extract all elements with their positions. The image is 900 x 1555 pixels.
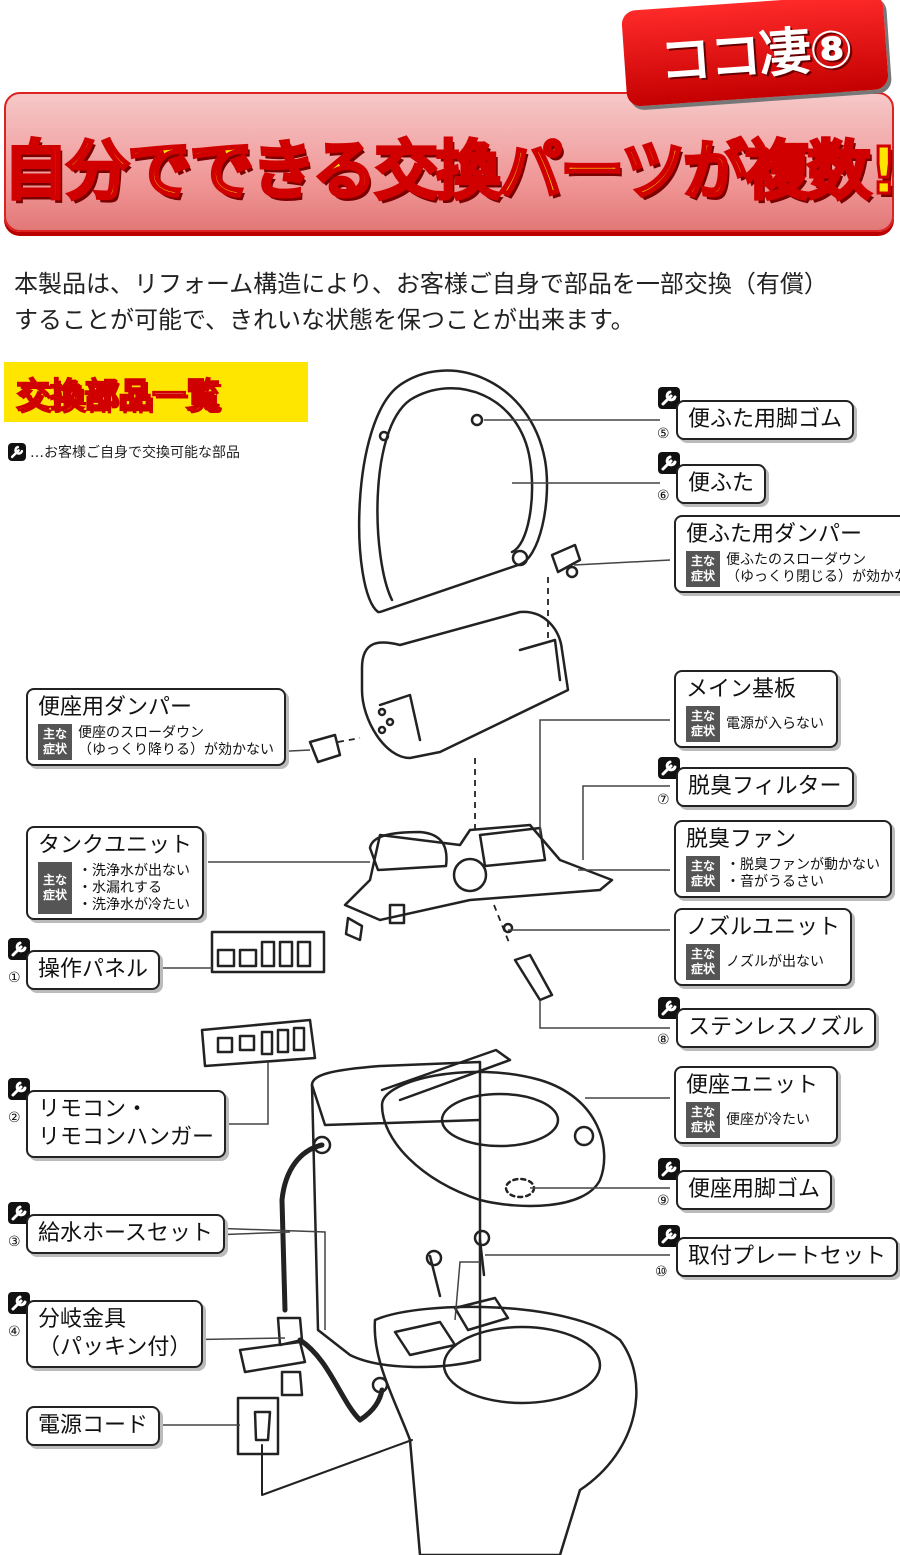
- legend: …お客様ご自身で交換可能な部品: [8, 442, 240, 462]
- part-number: ②: [8, 1110, 21, 1126]
- page-title: 自分でできる交換パーツが複数!: [2, 134, 900, 211]
- wrench-icon: [658, 387, 680, 409]
- callout-branch-fitting: 分岐金具 （パッキン付）: [26, 1300, 204, 1368]
- wrench-icon: [658, 452, 680, 474]
- bowl-shape: [373, 1305, 638, 1555]
- remote-shape: [200, 1018, 317, 1068]
- callout-remote: リモコン・ リモコンハンガー: [26, 1090, 227, 1158]
- part-name: 電源コード: [38, 1413, 149, 1438]
- callout-seat-rubber: 便座用脚ゴム: [676, 1170, 833, 1210]
- wrench-icon: [658, 757, 680, 779]
- internal-unit-shape: [343, 823, 614, 922]
- part-name: 便座用ダンパー: [38, 695, 193, 720]
- symptom-text: ・洗浄水が出ない・水漏れする・洗浄水が冷たい: [78, 862, 190, 913]
- part-name: 脱臭ファン: [686, 827, 797, 852]
- symptom-tag: 主な症状: [38, 862, 72, 914]
- wrench-icon: [8, 443, 26, 461]
- part-number: ①: [8, 970, 21, 986]
- part-name: 便ふた: [688, 471, 755, 496]
- part-name: リモコン・: [38, 1097, 149, 1122]
- wrench-icon: [8, 938, 30, 960]
- callout-seat-damper: 便座用ダンパー 主な症状 便座のスローダウン（ゆっくり降りる）が効かない: [26, 688, 286, 766]
- part-number: ⑦: [657, 792, 670, 808]
- nozzle-shape: [513, 953, 554, 1002]
- intro-line-2: することが可能で、きれいな状態を保つことが出来ます。: [14, 306, 635, 334]
- callout-lid-rubber: 便ふた用脚ゴム: [676, 400, 855, 440]
- badge-text: ココ凄⑧: [657, 18, 854, 93]
- part-name: リモコンハンガー: [38, 1125, 215, 1150]
- symptom-text: 電源が入らない: [726, 715, 824, 732]
- callout-hose: 給水ホースセット: [26, 1214, 225, 1254]
- part-number: ⑧: [657, 1032, 670, 1048]
- symptom-tag: 主な症状: [38, 724, 72, 760]
- part-name: 便ふた用ダンパー: [686, 522, 863, 547]
- parts-list-title-text: 交換部品一覧: [15, 375, 221, 417]
- branch-fitting-shape: [238, 1316, 307, 1397]
- intro-line-1: 本製品は、リフォーム構造により、お客様ご自身で部品を一部交換（有償）: [14, 270, 828, 298]
- part-name: ステンレスノズル: [688, 1015, 865, 1040]
- callout-tank-unit: タンクユニット 主な症状 ・洗浄水が出ない・水漏れする・洗浄水が冷たい: [26, 826, 205, 920]
- callout-operation-panel: 操作パネル: [26, 950, 161, 990]
- part-name: 分岐金具: [38, 1307, 127, 1332]
- control-panel-shape: [210, 930, 326, 974]
- wrench-icon: [8, 1202, 30, 1224]
- title-banner: [4, 92, 894, 232]
- part-name: 操作パネル: [38, 957, 149, 982]
- wrench-icon: [658, 997, 680, 1019]
- part-name: （パッキン付）: [38, 1335, 192, 1360]
- callout-deodorizing-filter: 脱臭フィルター: [676, 767, 854, 807]
- tank-shape: [310, 1060, 482, 1369]
- symptom-tag: 主な症状: [686, 944, 720, 980]
- symptom-tag: 主な症状: [686, 706, 720, 742]
- part-name: 便ふた用脚ゴム: [688, 407, 843, 432]
- part-name: 取付プレートセット: [688, 1244, 887, 1269]
- part-number: ⑨: [657, 1193, 670, 1209]
- part-number: ④: [8, 1324, 21, 1340]
- callout-stainless-nozzle: ステンレスノズル: [676, 1008, 877, 1048]
- wrench-icon: [658, 1225, 680, 1247]
- callout-deodorizing-fan: 脱臭ファン 主な症状 ・脱臭ファンが動かない・音がうるさい: [674, 820, 892, 898]
- part-number: ⑥: [657, 488, 670, 504]
- part-number: ⑩: [655, 1264, 668, 1280]
- lid-damper-shape: [550, 543, 582, 574]
- symptom-tag: 主な症状: [686, 856, 720, 892]
- part-name: ノズルユニット: [686, 915, 841, 940]
- callout-nozzle-unit: ノズルユニット 主な症状 ノズルが出ない: [674, 908, 853, 986]
- part-name: 脱臭フィルター: [688, 774, 842, 799]
- wrench-icon: [8, 1292, 30, 1314]
- symptom-tag: 主な症状: [686, 551, 720, 587]
- callout-plate: 取付プレートセット: [676, 1237, 899, 1277]
- seat-shape: [380, 1070, 606, 1208]
- callout-main-board: メイン基板 主な症状 電源が入らない: [674, 670, 838, 748]
- part-name: 便座ユニット: [686, 1073, 819, 1098]
- callout-lid: 便ふた: [676, 464, 767, 504]
- part-name: メイン基板: [686, 677, 797, 702]
- seat-damper-shape: [308, 733, 342, 764]
- symptom-text: 便ふたのスローダウン（ゆっくり閉じる）が効かない: [726, 552, 900, 585]
- part-number: ③: [8, 1234, 21, 1250]
- symptom-text: ノズルが出ない: [726, 953, 824, 970]
- parts-list-title: 交換部品一覧: [4, 362, 308, 422]
- part-number: ⑤: [657, 426, 670, 442]
- part-name: タンクユニット: [38, 833, 193, 858]
- housing-shape: [360, 610, 570, 760]
- part-name: 給水ホースセット: [38, 1221, 213, 1246]
- wrench-icon: [8, 1078, 30, 1100]
- callout-power-cord: 電源コード: [26, 1406, 161, 1446]
- symptom-text: ・脱臭ファンが動かない・音がうるさい: [726, 857, 880, 890]
- callout-seat-unit: 便座ユニット 主な症状 便座が冷たい: [674, 1066, 838, 1144]
- intro-text: 本製品は、リフォーム構造により、お客様ご自身で部品を一部交換（有償） することが…: [14, 266, 894, 338]
- legend-text: …お客様ご自身で交換可能な部品: [30, 445, 240, 461]
- part-name: 便座用脚ゴム: [688, 1177, 821, 1202]
- symptom-tag: 主な症状: [686, 1102, 720, 1138]
- symptom-text: 便座のスローダウン（ゆっくり降りる）が効かない: [78, 725, 274, 758]
- outlet-shape: [236, 1396, 280, 1456]
- lid-shape: [357, 369, 549, 614]
- symptom-text: 便座が冷たい: [726, 1111, 810, 1128]
- wrench-icon: [658, 1158, 680, 1180]
- badge: ココ凄⑧: [620, 0, 890, 108]
